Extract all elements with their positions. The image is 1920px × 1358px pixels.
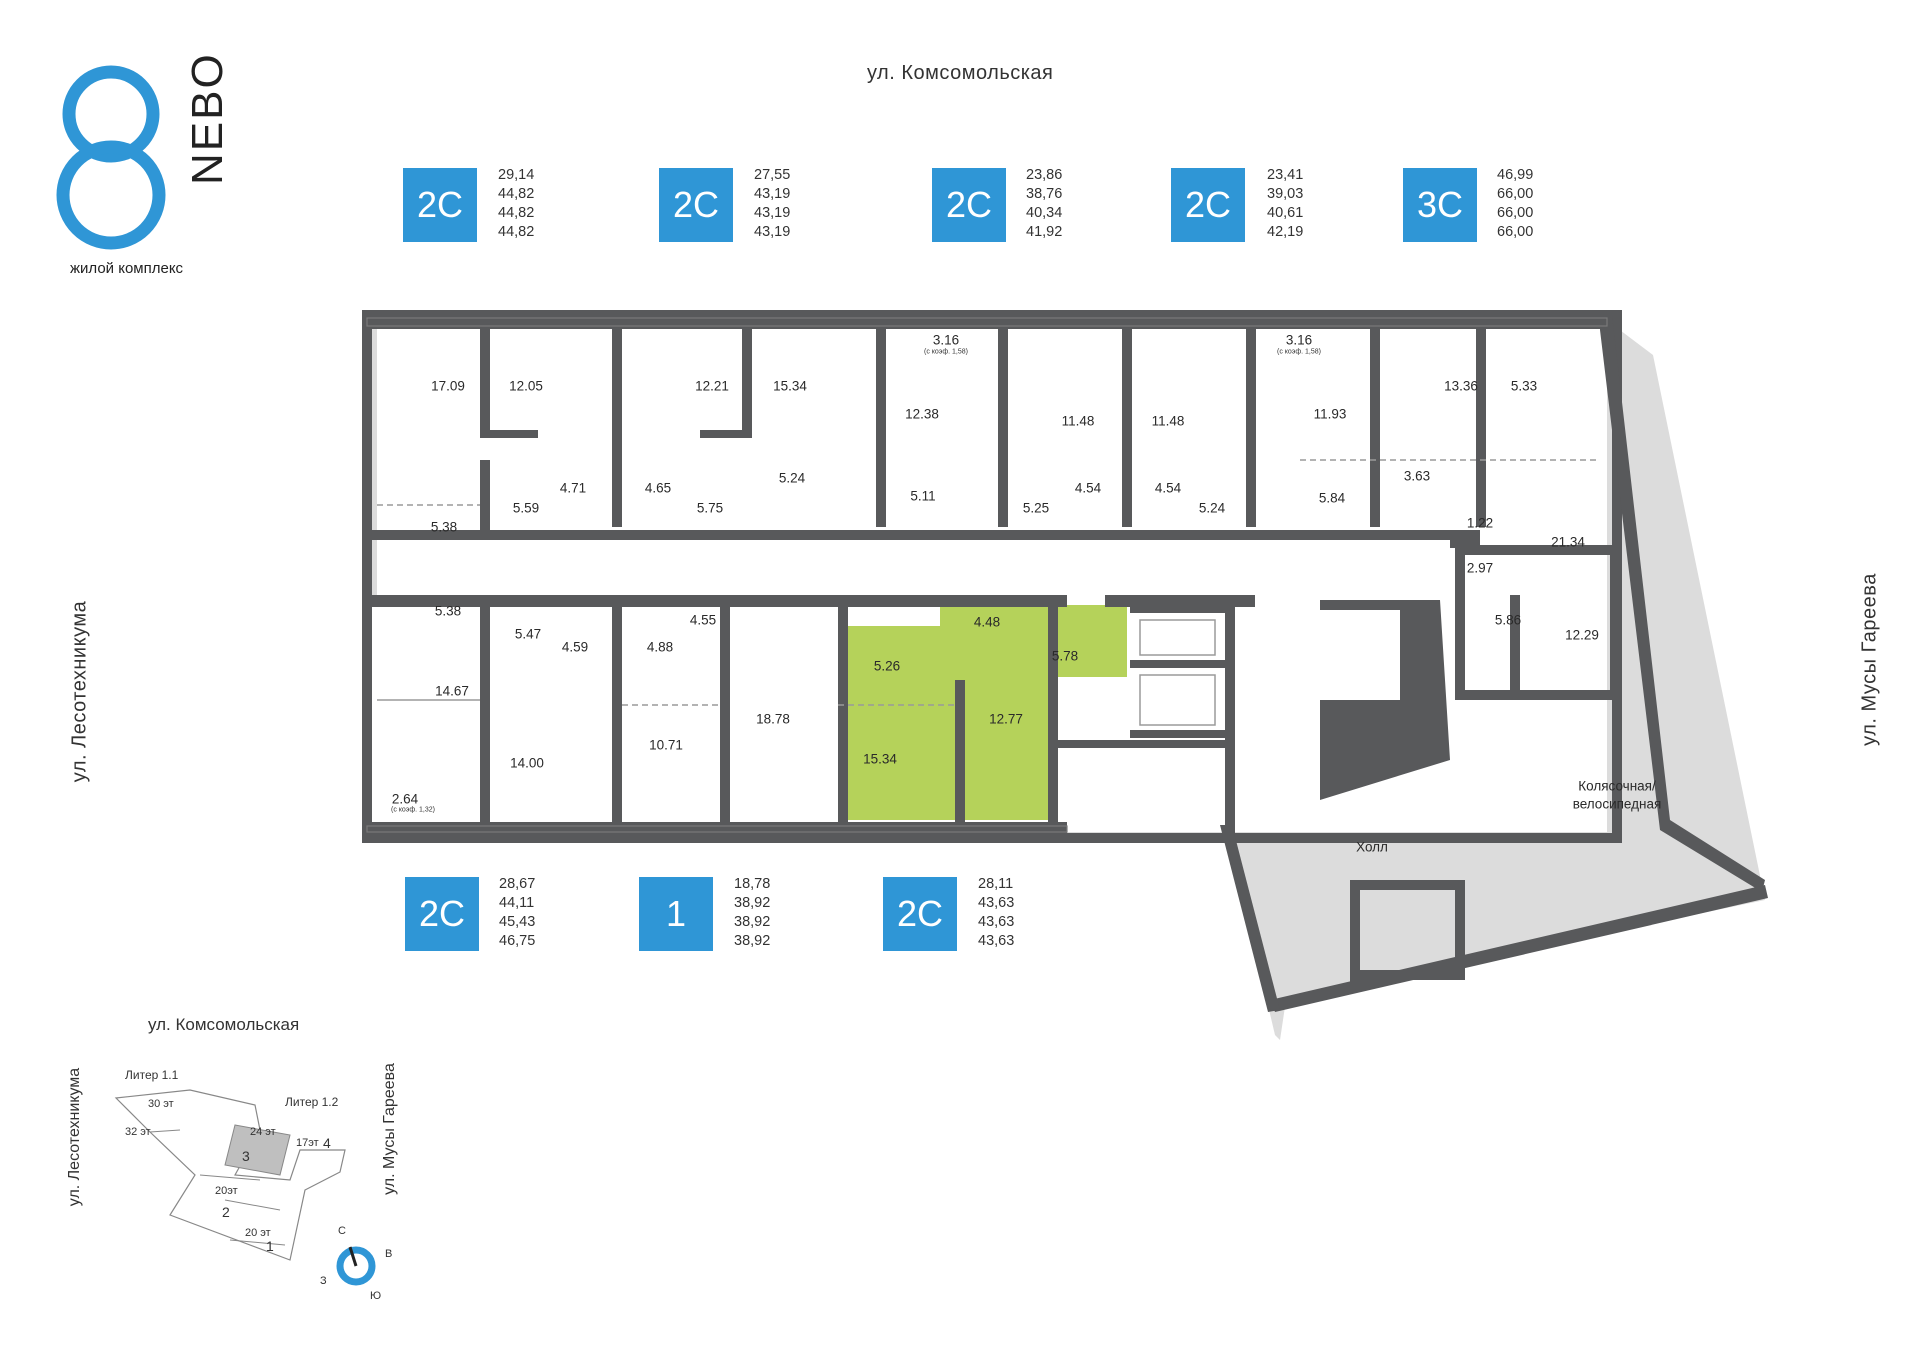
room-area: 11.93 [1313,406,1347,422]
room-area: 3.16 [1285,332,1313,348]
compass-icon [336,1246,376,1286]
compass-west: З [320,1275,327,1287]
liter-1-2: Литер 1.2 [285,1095,339,1109]
room-area: 5.25 [1022,500,1050,516]
room-area: 5.24 [1198,500,1226,516]
section-number: 3 [242,1148,250,1164]
building-outline [362,310,1765,1040]
room-area: 5.75 [696,500,724,516]
room-area: 5.38 [430,519,458,535]
room-area: 3.16 [932,332,960,348]
floor-count: 17эт [296,1137,319,1149]
room-area: 4.65 [644,480,672,496]
logo-eight-icon [56,65,166,250]
street-top: ул. Комсомольская [867,62,1054,84]
room-area: 2.64 [391,791,419,807]
room-area: 14.00 [510,755,544,771]
room-area: 5.33 [1510,378,1538,394]
windows [366,317,1608,833]
room-area: 4.55 [689,612,717,628]
highlighted-apartment [838,605,1127,820]
room-area: 5.24 [778,470,806,486]
apartment-badge[interactable]: 3С [1403,168,1477,242]
hall-label: Холл [1356,839,1388,855]
room-area: 4.59 [561,639,589,655]
room-area: 4.54 [1074,480,1102,496]
room-area: 1.22 [1466,515,1494,531]
apartment-badge[interactable]: 2С [932,168,1006,242]
room-area: 10.71 [649,737,683,753]
site-street-top: ул. Комсомольская [148,1015,300,1034]
floor-count: 20эт [215,1185,238,1197]
room-area: 12.77 [989,711,1023,727]
apartment-badge[interactable]: 2С [883,877,957,951]
room-area: 15.34 [863,751,897,767]
street-left: ул. Лесотехникума [68,600,91,783]
apartment-badge[interactable]: 2С [659,168,733,242]
room-area: 21.34 [1551,534,1585,550]
apartment-badge[interactable]: 2С [403,168,477,242]
room-area: 14.67 [435,683,469,699]
logo-name: NEBO [183,52,232,185]
apartment-badge[interactable]: 2С [405,877,479,951]
room-area: 15.34 [773,378,807,394]
room-note: (с коэф. 1,58) [924,348,968,356]
room-area: 12.29 [1565,627,1599,643]
room-area: 17.09 [431,378,465,394]
room-area: 5.84 [1318,490,1346,506]
section-number: 4 [323,1135,331,1151]
logo-tagline: жилой комплекс [70,260,184,277]
room-area: 13.36 [1444,378,1478,394]
compass-north: С [338,1225,346,1237]
room-note: (с коэф. 1,58) [1277,348,1321,356]
room-area: 5.78 [1051,648,1079,664]
room-area: 12.38 [905,406,939,422]
storage-label-line1: Колясочная/ [1578,778,1656,794]
site-map [114,1089,346,1261]
floor-count: 32 эт [125,1126,151,1138]
room-area: 5.26 [873,658,901,674]
room-area: 11.48 [1061,413,1095,429]
floor-count: 30 эт [148,1098,174,1110]
compass-south: Ю [370,1290,382,1302]
section-number: 1 [266,1238,274,1254]
street-right: ул. Мусы Гареева [1858,573,1881,746]
room-note: (с коэф. 1,32) [391,806,435,814]
room-area: 5.47 [514,626,542,642]
compass-east: В [385,1248,393,1260]
room-area: 12.21 [695,378,729,394]
partitions [377,459,1600,726]
walls [367,315,1768,1012]
room-area: 12.05 [509,378,543,394]
room-area: 4.71 [559,480,587,496]
room-area: 5.86 [1494,612,1522,628]
room-area: 4.54 [1154,480,1182,496]
storage-label-line2: велосипедная [1572,796,1662,812]
section-number: 2 [222,1204,230,1220]
floor-count: 24 эт [250,1126,276,1138]
floor-count: 20 эт [245,1227,271,1239]
apartment-badge[interactable]: 1 [639,877,713,951]
apartment-badge[interactable]: 2С [1171,168,1245,242]
room-area: 4.48 [973,614,1001,630]
room-area: 4.88 [646,639,674,655]
room-area: 18.78 [756,711,790,727]
liter-1-1: Литер 1.1 [125,1068,179,1082]
room-area: 3.63 [1403,468,1431,484]
room-area: 5.38 [434,603,462,619]
room-area: 5.11 [910,488,936,504]
room-area: 11.48 [1151,413,1185,429]
room-area: 5.59 [512,500,540,516]
room-area: 2.97 [1466,560,1494,576]
